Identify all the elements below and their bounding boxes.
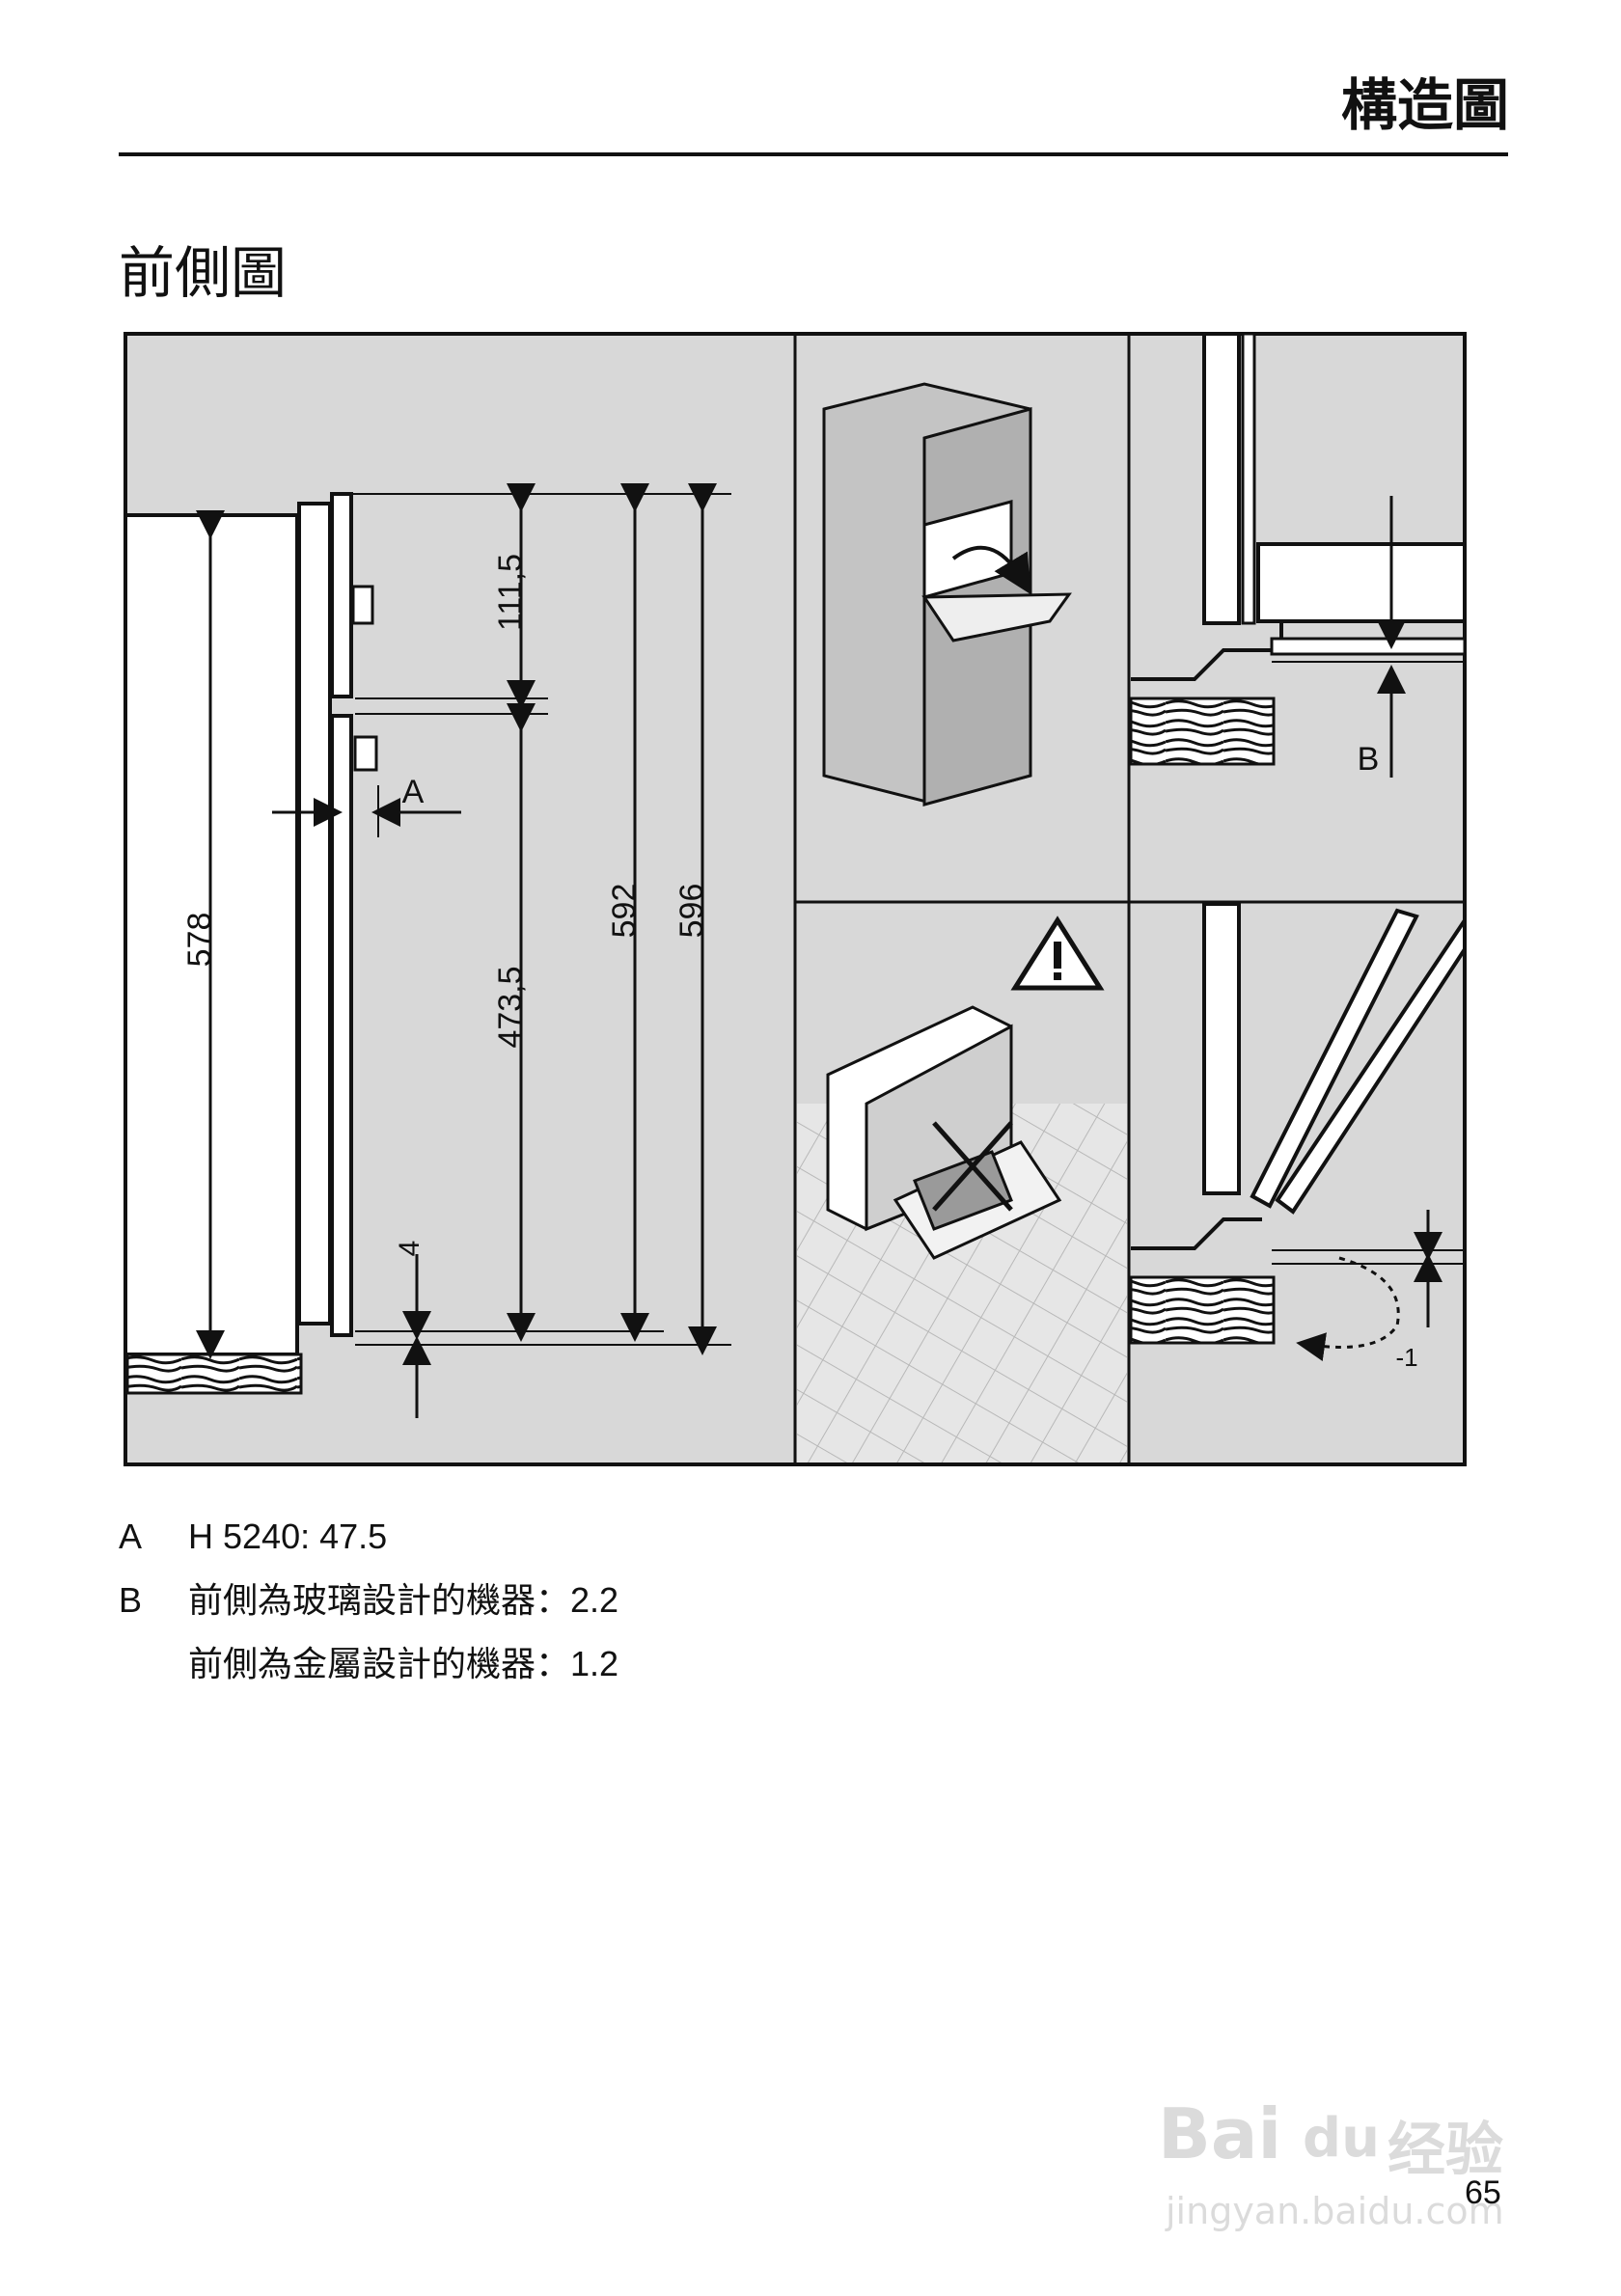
dim-minus-1: -1 — [1395, 1343, 1417, 1372]
dim-592: 592 — [606, 884, 643, 939]
dim-4: 4 — [394, 1241, 426, 1257]
front-view-figure: 578 111,5 473,5 592 596 4 A — [124, 332, 1467, 1466]
legend-text: 前側為玻璃設計的機器：2.2 — [188, 1580, 619, 1620]
legend: A H 5240: 47.5 B 前側為玻璃設計的機器：2.2 前側為金屬設計的… — [119, 1505, 618, 1696]
dim-578: 578 — [181, 913, 218, 968]
page-header-title: 構造圖 — [1340, 72, 1509, 138]
watermark-cn: 经验 — [1387, 2117, 1503, 2184]
legend-text: H 5240: 47.5 — [188, 1517, 388, 1556]
watermark-url: jingyan.baidu.com — [1166, 2190, 1504, 2232]
baidu-watermark: Bai du 经验 jingyan.baidu.com — [1158, 2064, 1544, 2257]
legend-text: 前側為金屬設計的機器：1.2 — [188, 1644, 619, 1683]
legend-key: B — [119, 1580, 143, 1620]
header-divider — [119, 152, 1508, 156]
cabinet-drawing — [822, 382, 1072, 806]
watermark-brand-suffix: du — [1303, 2107, 1380, 2170]
dim-111-5: 111,5 — [492, 554, 529, 631]
legend-key: A — [119, 1517, 143, 1556]
label-b: B — [1358, 741, 1380, 778]
watermark-brand: Bai — [1158, 2093, 1282, 2174]
legend-row-b: B 前側為玻璃設計的機器：2.2 — [119, 1569, 618, 1632]
section-title: 前側圖 — [119, 240, 288, 306]
page-number: 65 — [1465, 2174, 1501, 2211]
dim-596: 596 — [673, 884, 710, 939]
detail-tilt-drawing: -1 — [1129, 902, 1467, 1372]
legend-row-b-metal: 前側為金屬設計的機器：1.2 — [119, 1632, 618, 1696]
detail-b-drawing: B — [1129, 332, 1467, 778]
side-view-drawing: 578 111,5 473,5 592 596 4 A — [124, 483, 731, 1418]
warning-drawing — [826, 916, 1105, 1260]
dim-473-5: 473,5 — [492, 966, 529, 1048]
legend-row-a: A H 5240: 47.5 — [119, 1505, 618, 1569]
legend-key — [119, 1632, 188, 1696]
label-a: A — [402, 774, 425, 810]
